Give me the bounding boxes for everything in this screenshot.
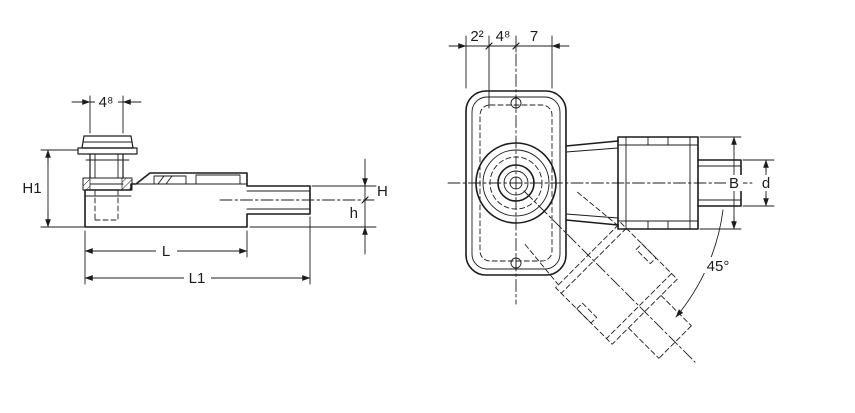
dim-total-height: H1: [22, 149, 85, 228]
outlet-clip-bottom: [647, 220, 669, 230]
dim-label-outlet-diameter: d: [762, 175, 770, 192]
flange-hatch-left: [82, 177, 91, 191]
front-view: 2² 4⁸ 7 B d 45°: [447, 28, 775, 363]
drain-cap: [77, 135, 138, 179]
dim-label-length: L: [162, 243, 170, 260]
dim-total-length: L1: [84, 216, 311, 287]
dim-outlet-heights: H h: [249, 158, 388, 255]
rotated-outlet-centerline: [523, 190, 696, 363]
dim-label-outlet-body-height: B: [729, 175, 739, 192]
dim-label-rotation-angle: 45°: [707, 258, 730, 275]
dim-label-cap-width: 4⁸: [99, 94, 114, 111]
dim-label-total-length: L1: [189, 270, 206, 287]
dim-label-total-height: H1: [22, 180, 41, 197]
dim-length: L: [84, 230, 248, 285]
dim-outlet-body-height: B: [699, 136, 743, 230]
dim-label-offset-right: 7: [530, 28, 538, 45]
dim-outlet-diameter: d: [742, 159, 775, 207]
clamping-flange: [82, 177, 133, 191]
dim-label-outlet-height: H: [377, 183, 388, 200]
outlet-clip-top: [647, 136, 669, 146]
centerlines: [447, 53, 753, 305]
dim-label-offset-left: 2²: [470, 28, 483, 45]
trap-body: [84, 172, 375, 228]
dim-cap-width: 4⁸: [71, 94, 142, 134]
body-label-plate: [195, 174, 241, 185]
annotation-rotation-angle: 45°: [675, 209, 735, 318]
dim-label-offset-mid: 4⁸: [496, 28, 511, 45]
dim-top-offsets: 2² 4⁸ 7: [448, 28, 570, 109]
dim-label-center-height: h: [350, 205, 358, 222]
side-view: 4⁸ H1 H h L: [22, 94, 388, 287]
